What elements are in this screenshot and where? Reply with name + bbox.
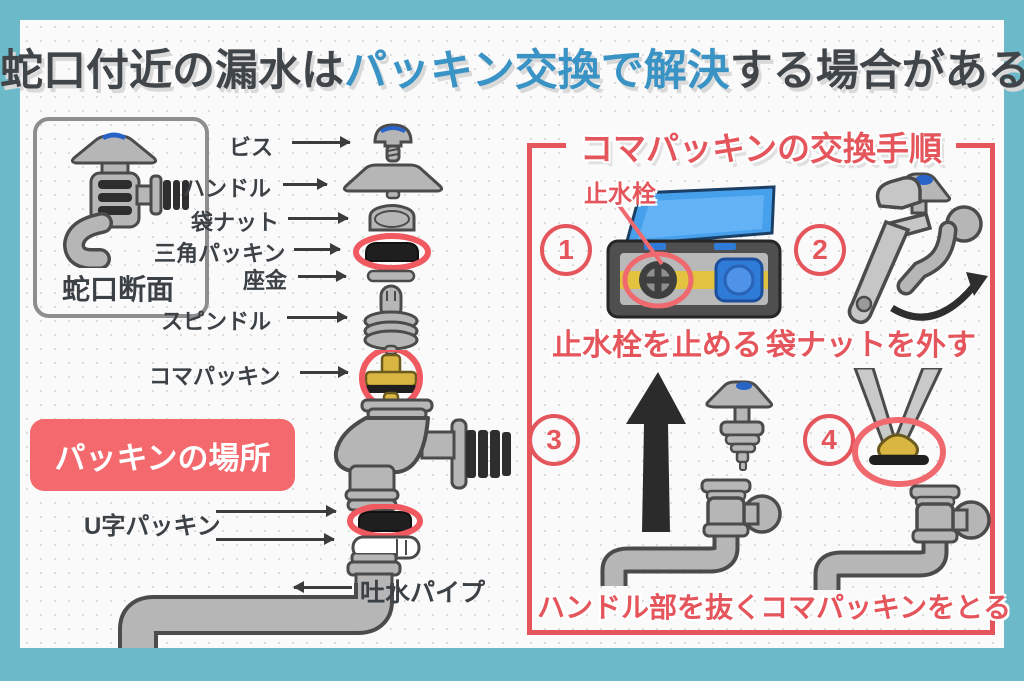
label-u-packing: U字パッキン xyxy=(84,513,221,540)
annotation-pointer-line xyxy=(616,202,664,266)
handle-part-illustration xyxy=(342,163,444,200)
step-3-number: 3 xyxy=(528,414,580,466)
label-washer: 座金 xyxy=(243,268,288,293)
arrow-right-icon xyxy=(216,533,335,545)
step-2-number: 2 xyxy=(794,224,846,276)
arrow-right-icon xyxy=(300,366,349,378)
arrow-right-icon xyxy=(287,311,348,323)
step-1-meter-box-illustration xyxy=(606,185,782,319)
koma-packing-part-illustration xyxy=(359,350,423,408)
step-3-pull-handle-illustration xyxy=(600,372,782,586)
cross-section-label: 蛇口断面 xyxy=(61,274,174,305)
page-title: 蛇口付近の漏水はパッキン交換で解決する場合がある xyxy=(0,36,1024,98)
label-screw: ビス xyxy=(229,135,274,160)
label-koma-packing: コマパッキン xyxy=(149,364,281,389)
arrow-right-icon xyxy=(288,212,349,224)
spout-pipe-illustration xyxy=(118,553,402,648)
panel-title: コマパッキンの交換手順 xyxy=(565,122,957,170)
triangle-packing-part-illustration xyxy=(353,233,431,271)
washer-part-illustration xyxy=(366,269,416,283)
arrow-right-icon xyxy=(292,136,351,148)
step-4-number: 4 xyxy=(803,414,855,466)
step-4-remove-packing-illustration xyxy=(813,368,991,590)
label-cap-nut: 袋ナット xyxy=(191,210,280,235)
step-1-caption: 止水栓を止める xyxy=(552,329,762,362)
title-pre: 蛇口付近の漏水は xyxy=(0,47,344,95)
arrow-left-icon xyxy=(293,581,352,593)
spindle-part-illustration xyxy=(363,284,419,355)
screw-part-illustration xyxy=(373,123,413,163)
label-spindle: スピンドル xyxy=(161,309,272,334)
label-spout-pipe: 吐水パイプ xyxy=(360,579,486,607)
title-post: する場合がある xyxy=(729,47,1024,95)
step-3-caption: ハンドル部を抜く xyxy=(536,592,761,623)
replacement-steps-panel: コマパッキンの交換手順 xyxy=(527,122,995,635)
arrow-right-icon xyxy=(294,243,341,255)
faucet-body-illustration xyxy=(333,398,511,512)
label-handle: ハンドル xyxy=(183,176,272,201)
title-highlight: パッキン交換で解決 xyxy=(344,47,730,95)
packing-location-label: パッキンの場所 xyxy=(54,440,271,476)
label-triangle-packing: 三角パッキン xyxy=(154,241,286,266)
u-packing-part-illustration xyxy=(347,504,423,538)
step-2-caption: 袋ナットを外す xyxy=(766,329,976,362)
step-2-wrench-illustration xyxy=(847,172,988,324)
arrow-right-icon xyxy=(283,178,328,190)
cap-nut-part-illustration xyxy=(368,204,416,232)
faucet-cross-section-illustration xyxy=(62,132,189,268)
arrow-right-icon xyxy=(298,270,347,282)
packing-location-tag: パッキンの場所 xyxy=(30,419,295,491)
step-4-caption: コマパッキンをとる xyxy=(760,592,1012,623)
stop-valve-annotation: 止水栓 xyxy=(584,181,656,208)
step-1-number: 1 xyxy=(540,224,592,276)
arrow-right-icon xyxy=(216,505,337,517)
faucet-cross-section-box xyxy=(33,117,209,318)
